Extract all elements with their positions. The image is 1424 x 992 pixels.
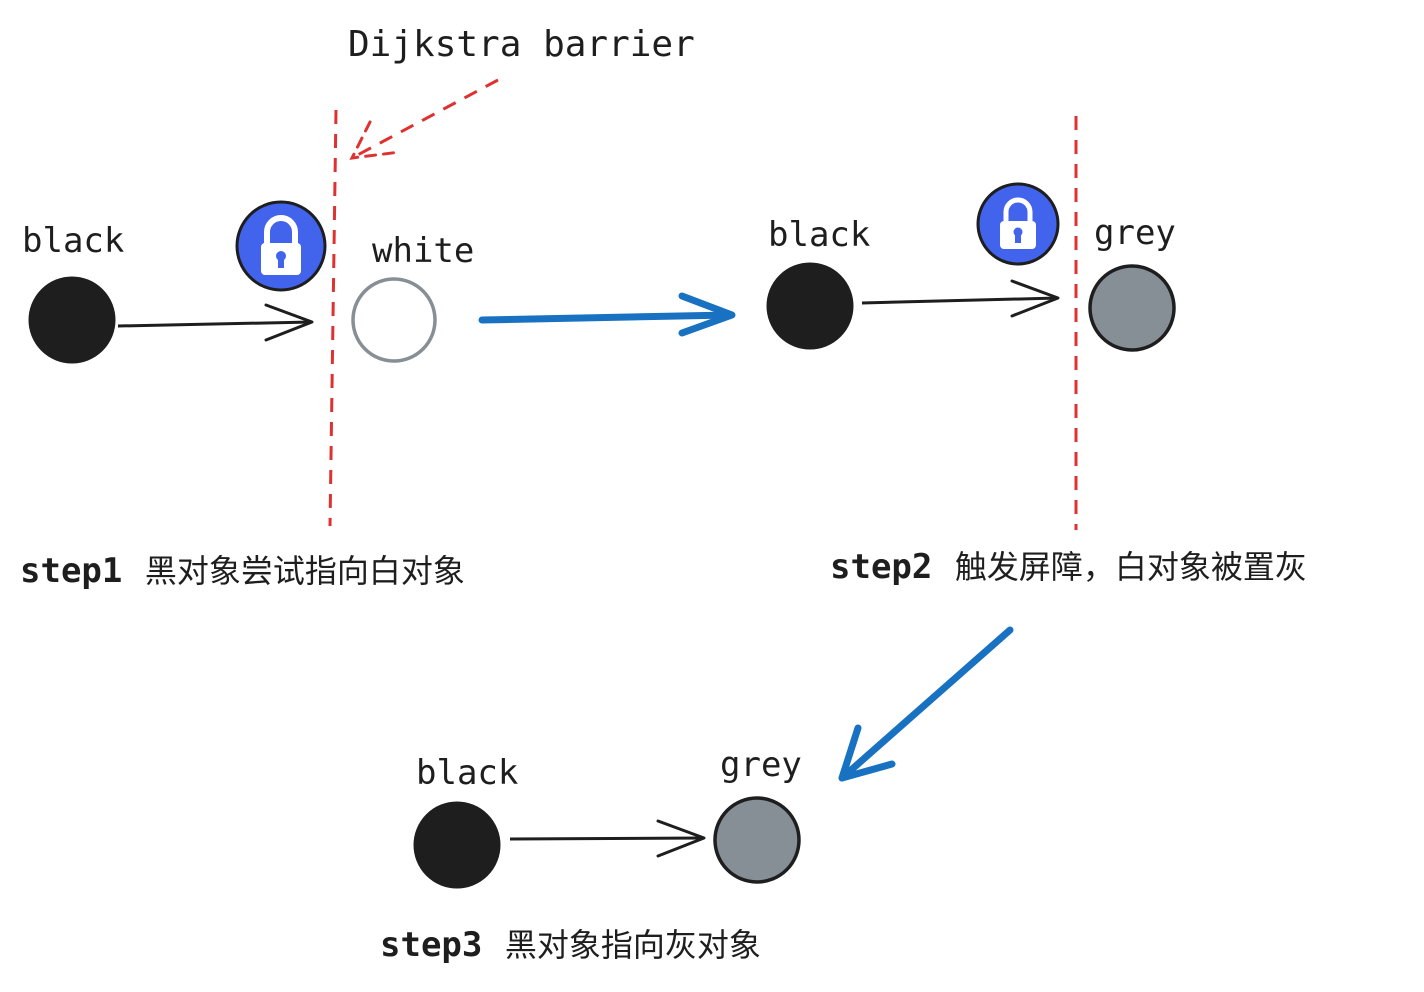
annotation-arrow-head (349, 120, 402, 160)
step2-group: black grey step2 触发屏障，白对象被置灰 (766, 116, 1307, 587)
step3-target-label: grey (720, 745, 802, 785)
flow-arrow-2-to-3 (838, 626, 1014, 782)
step2-caption-text: 触发屏障，白对象被置灰 (955, 548, 1307, 586)
dijkstra-barrier-annotation: Dijkstra barrier (348, 24, 695, 160)
step1-reference-arrow (117, 320, 313, 328)
step2-grey-node (1088, 264, 1176, 352)
step2-reference-arrowhead (1010, 279, 1060, 318)
step3-group: black grey step3 黑对象指向灰对象 (380, 745, 802, 965)
step1-caption-text: 黑对象尝试指向白对象 (145, 552, 465, 590)
step1-reference-arrowhead (264, 303, 314, 342)
step1-white-node (351, 277, 437, 363)
step3-reference-arrow (509, 836, 705, 841)
step1-target-label: white (372, 231, 474, 271)
step2-caption: step2 触发屏障，白对象被置灰 (830, 547, 1307, 587)
step2-black-node (766, 262, 854, 350)
step2-source-label: black (768, 215, 870, 255)
step3-reference-arrowhead (656, 819, 706, 858)
step2-reference-arrow (861, 296, 1059, 305)
step1-group: black white step1 黑对象尝试指向白对象 (20, 109, 474, 591)
step1-caption-step: step1 (20, 551, 122, 591)
step1-source-label: black (22, 221, 124, 261)
lock-icon (976, 182, 1060, 266)
step1-caption: step1 黑对象尝试指向白对象 (20, 551, 465, 591)
step3-caption: step3 黑对象指向灰对象 (380, 925, 761, 965)
step3-black-node (413, 801, 501, 889)
annotation-arrow-shaft (351, 78, 499, 160)
step2-target-label: grey (1094, 213, 1176, 253)
lock-icon (235, 200, 327, 292)
step3-caption-step: step3 (380, 925, 482, 965)
step1-black-node (28, 276, 116, 364)
step2-caption-step: step2 (830, 547, 932, 587)
step3-source-label: black (416, 753, 518, 793)
barrier-line-step1 (328, 109, 338, 527)
dijkstra-barrier-label: Dijkstra barrier (348, 24, 695, 65)
step3-caption-text: 黑对象指向灰对象 (505, 926, 761, 964)
step3-grey-node (713, 796, 801, 884)
flow-arrow-1-to-2 (478, 292, 736, 337)
